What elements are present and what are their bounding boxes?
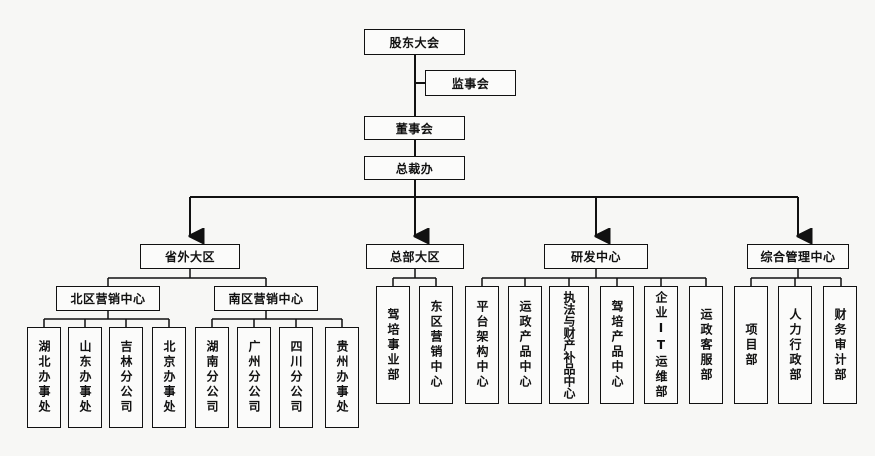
board-of-supervisors-node: 监事会: [425, 70, 516, 96]
unit-node-finance-audit: 财务审计部: [823, 286, 857, 404]
south-marketing-center-node: 南区营销中心: [214, 286, 318, 311]
unit-node-shandong: 山东办事处: [68, 327, 102, 428]
board-of-directors-node: 董事会: [364, 116, 465, 140]
unit-node-transport-support: 运政客服部: [689, 286, 723, 404]
unit-node-enforcement-finance-product: 执法与财产补品中心: [549, 286, 589, 404]
hq-region-node: 总部大区: [366, 244, 464, 269]
unit-node-sichuan: 四川分公司: [279, 327, 313, 428]
unit-node-jilin: 吉林分公司: [109, 327, 143, 428]
unit-node-hunan: 湖南分公司: [195, 327, 229, 428]
overseas-region-node: 省外大区: [140, 244, 240, 269]
unit-node-east-marketing: 东区营销中心: [419, 286, 453, 404]
north-marketing-center-node: 北区营销中心: [56, 286, 160, 311]
unit-node-guizhou: 贵州办事处: [325, 327, 359, 428]
unit-node-driver-training-division: 驾培事业部: [376, 286, 410, 404]
unit-node-beijing: 北京办事处: [152, 327, 186, 428]
unit-node-hr-admin: 人力行政部: [778, 286, 812, 404]
admin-center-node: 综合管理中心: [747, 244, 849, 269]
unit-node-transport-product: 运政产品中心: [508, 286, 542, 404]
unit-node-platform-architecture: 平台架构中心: [465, 286, 499, 404]
unit-node-hubei: 湖北办事处: [27, 327, 61, 428]
ceo-office-node: 总裁办: [364, 156, 465, 180]
shareholders-meeting-node: 股东大会: [364, 29, 465, 55]
unit-node-driver-product: 驾培产品中心: [600, 286, 634, 404]
unit-node-project-dept: 项目部: [734, 286, 768, 404]
unit-node-it-ops: 企业IT运维部: [644, 286, 678, 404]
unit-node-guangzhou: 广州分公司: [237, 327, 271, 428]
rd-center-node: 研发中心: [544, 244, 648, 269]
